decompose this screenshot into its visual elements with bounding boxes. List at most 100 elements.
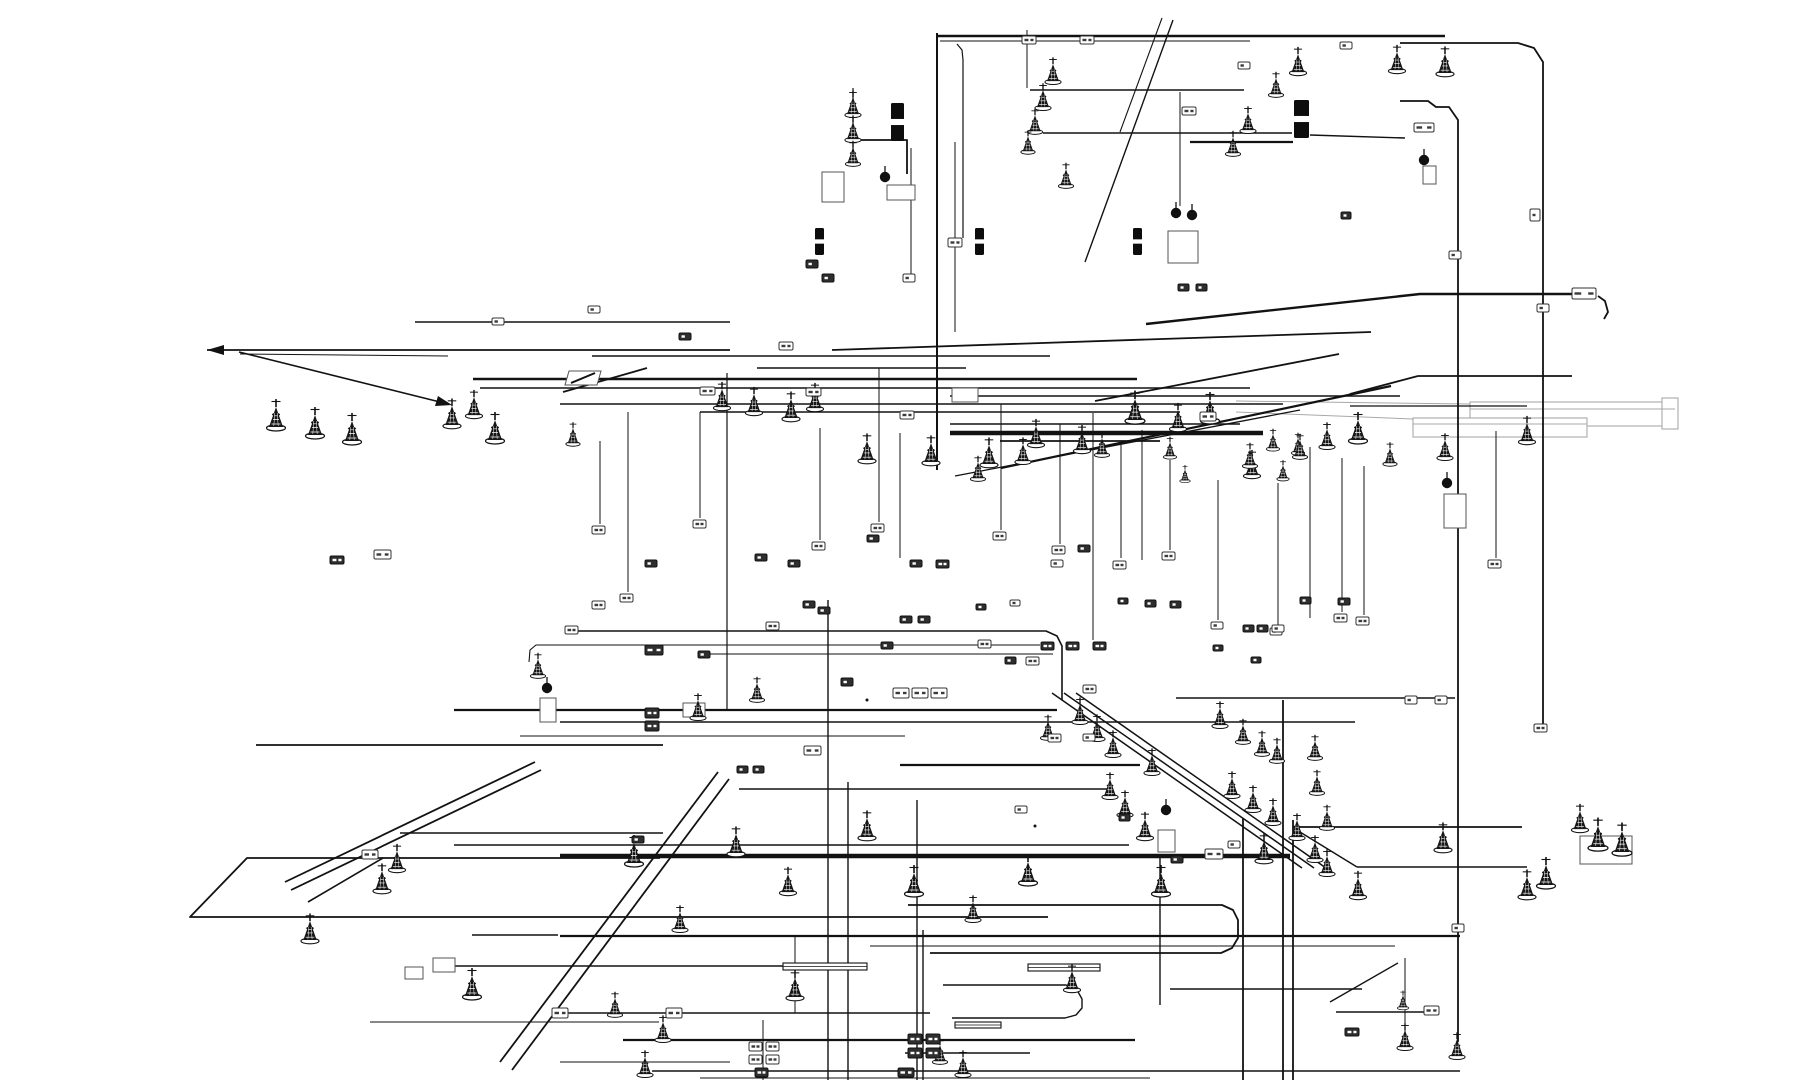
tag-label-tick: [1213, 624, 1217, 627]
sprinkler-fixture-icon: [1291, 433, 1309, 461]
tag-label: [631, 835, 645, 844]
tag-label: [1079, 35, 1095, 45]
equipment-box: [821, 171, 845, 203]
tag-label: [880, 641, 894, 650]
tag-label-tick: [681, 335, 685, 338]
pipe-line: [908, 904, 1239, 954]
tag-label-tick: [594, 528, 599, 532]
tag-label-tick: [920, 618, 924, 621]
tag-label: [1181, 106, 1197, 116]
tag-label: [754, 553, 768, 562]
tag-label-tick: [820, 609, 824, 612]
tag-label-tick: [995, 534, 1000, 538]
tag-label-tick: [700, 653, 704, 656]
arrowhead-marker: [207, 345, 224, 355]
tag-label: [907, 1033, 923, 1045]
tag-label: [897, 1067, 915, 1078]
sprinkler-fixture-icon: [1382, 441, 1398, 467]
pipe-line: [290, 769, 542, 891]
sprinkler-fixture-icon: [726, 825, 746, 858]
tag-label-tick: [695, 522, 700, 526]
tag-label-tick: [1095, 644, 1100, 648]
tag-label-tick: [1120, 599, 1124, 603]
tag-label-tick: [627, 596, 631, 600]
sprinkler-fixture-icon: [341, 412, 363, 446]
tag-label-tick: [869, 537, 873, 540]
tag-label-tick: [912, 562, 916, 565]
pipe-line: [1075, 692, 1327, 869]
sprinkler-fixture-icon: [484, 411, 506, 445]
sprinkler-fixture-icon: [1587, 816, 1609, 852]
tag-label: [1487, 559, 1502, 569]
tag-label: [697, 650, 711, 659]
tag-label-tick: [1588, 292, 1594, 295]
tag-label-tick: [371, 853, 376, 856]
tag-label-tick: [943, 562, 947, 566]
pipe-line: [1400, 100, 1459, 1042]
tag-label-tick: [599, 528, 603, 532]
tag-label: [1413, 122, 1435, 133]
pipe-line: [238, 351, 449, 405]
tag-label: [591, 525, 606, 535]
tag-label-tick: [1341, 616, 1345, 620]
tag-label-tick: [1190, 109, 1194, 113]
tag-label: [1227, 840, 1241, 849]
sprinkler-fixture-icon: [1168, 402, 1188, 433]
tag-label-tick: [756, 1058, 760, 1061]
tag-label: [361, 849, 379, 860]
tag-label-tick: [1147, 602, 1151, 605]
tag-label-tick: [1539, 306, 1543, 310]
tag-label-tick: [1173, 858, 1177, 861]
sprinkler-fixture-icon: [1101, 771, 1119, 801]
sprinkler-fixture-icon: [748, 676, 766, 704]
tag-label-tick: [384, 553, 389, 556]
sprinkler-fixture-icon: [372, 862, 392, 895]
horn-device-icon: [541, 682, 553, 694]
tag-label-tick: [1245, 627, 1249, 630]
tag-label-tick: [762, 1071, 766, 1074]
tag-label-tick: [1120, 563, 1124, 567]
tag-label: [935, 559, 950, 569]
sprinkler-fixture-icon: [1044, 56, 1062, 86]
tag-label-tick: [1090, 687, 1094, 691]
tag-label-tick: [806, 749, 812, 752]
tag-label-tick: [590, 308, 594, 311]
tag-label-tick: [787, 344, 791, 348]
tag-label: [1204, 848, 1224, 860]
tag-label-tick: [739, 768, 743, 771]
pipe-line: [954, 409, 1301, 477]
sprinkler-fixture-icon: [1448, 1031, 1466, 1061]
tag-label-tick: [757, 1071, 762, 1074]
sprinkler-fixture-icon: [1318, 848, 1336, 878]
sprinkler-fixture-icon: [300, 912, 320, 945]
tag-label-tick: [1012, 601, 1016, 605]
sprinkler-fixture-icon: [265, 398, 287, 432]
tag-label-tick: [938, 562, 943, 566]
tag-label: [892, 687, 910, 699]
pipe-line: [1329, 962, 1399, 1003]
tag-label-tick: [338, 558, 342, 562]
tag-label-tick: [700, 522, 704, 526]
horn-device-icon: [1418, 154, 1430, 166]
sprinkler-fixture-icon: [636, 1049, 654, 1079]
tag-label: [1423, 1005, 1440, 1016]
duct-edge-line: [1235, 400, 1471, 405]
tag-label: [1025, 656, 1040, 666]
pipe-line: [239, 353, 449, 357]
equipment-box: [404, 966, 424, 980]
tag-label-tick: [647, 711, 652, 715]
pipe-line: [956, 43, 964, 238]
tag-label: [765, 1041, 780, 1052]
pipe-line: [1309, 134, 1406, 139]
tag-label-tick: [1532, 213, 1536, 217]
tag-label: [678, 332, 692, 341]
tag-label: [805, 387, 822, 397]
sprinkler-fixture-icon: [1211, 700, 1229, 730]
pipe-line: [1597, 295, 1609, 320]
sprinkler-fixture-icon: [1517, 868, 1537, 901]
tag-label-tick: [1007, 659, 1011, 662]
tag-label: [778, 341, 794, 351]
tag-label: [551, 1007, 569, 1019]
tag-label-tick: [814, 749, 819, 752]
tag-label-tick: [1340, 600, 1344, 603]
